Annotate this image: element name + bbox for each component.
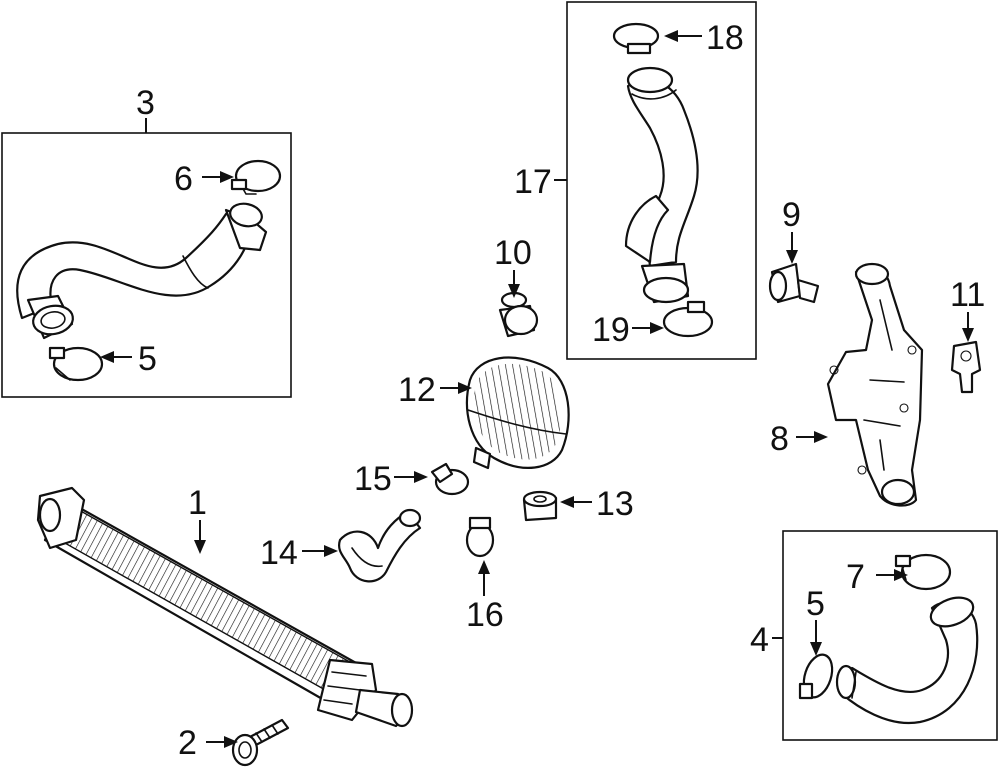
callout-14: 14 [260, 534, 298, 572]
sensor-part-9[interactable] [768, 262, 820, 304]
callout-19: 19 [592, 311, 630, 349]
callout-6: 6 [174, 160, 193, 198]
clamp-part-15[interactable] [430, 462, 470, 496]
callout-10: 10 [494, 234, 532, 272]
tube-housing-part-8[interactable] [826, 262, 924, 507]
hose-part-4[interactable] [835, 592, 979, 725]
resonator-part-12[interactable] [466, 356, 570, 470]
callout-5a: 5 [138, 340, 157, 378]
callout-5b: 5 [806, 585, 825, 623]
intercooler-part-1[interactable] [36, 486, 414, 728]
clamp-part-19[interactable] [662, 300, 714, 338]
callout-13: 13 [596, 485, 634, 523]
grommet-part-13[interactable] [522, 490, 558, 522]
callout-16: 16 [466, 596, 504, 634]
kit-box-4 [782, 530, 998, 741]
callout-18: 18 [706, 19, 744, 57]
sensor-part-11[interactable] [950, 340, 982, 394]
leader-lines [100, 30, 974, 748]
clamp-part-5b[interactable] [798, 651, 837, 701]
hose-part-3[interactable] [16, 201, 268, 340]
callout-2: 2 [178, 724, 197, 762]
callout-labels: 1 2 3 4 5 5 6 7 8 9 10 11 12 13 14 15 16… [136, 19, 985, 762]
callout-3: 3 [136, 84, 155, 122]
callout-12: 12 [398, 371, 436, 409]
callout-1: 1 [188, 484, 207, 522]
callout-17: 17 [514, 163, 552, 201]
callout-15: 15 [354, 460, 392, 498]
callout-8: 8 [770, 420, 789, 458]
clamp-part-5a[interactable] [48, 346, 104, 382]
grommet-part-10[interactable] [498, 291, 539, 338]
callout-4: 4 [750, 621, 769, 659]
bolt-part-2[interactable] [231, 718, 290, 767]
hose-part-14[interactable] [338, 508, 422, 583]
hose-part-17[interactable] [624, 66, 699, 304]
clamp-part-7[interactable] [894, 553, 952, 591]
clamp-part-18[interactable] [612, 22, 660, 55]
callout-11: 11 [950, 276, 985, 314]
clamp-part-16[interactable] [465, 516, 495, 558]
callout-9: 9 [782, 196, 801, 234]
clamp-part-6[interactable] [230, 159, 282, 195]
callout-7: 7 [846, 558, 865, 596]
